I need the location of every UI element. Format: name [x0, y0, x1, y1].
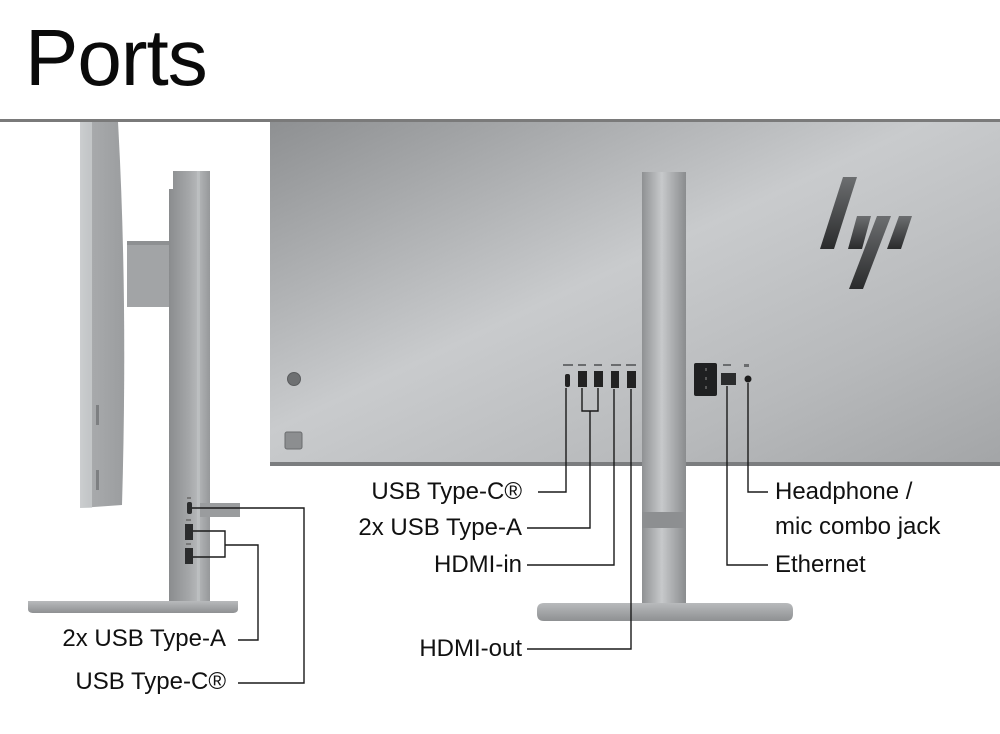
- callout-label-rear-ethernet: Ethernet: [775, 551, 866, 578]
- callout-label-rear-usb-a: 2x USB Type-A: [358, 514, 522, 541]
- callout-line-rear-ethernet: [726, 386, 768, 566]
- callout-lines: [192, 383, 768, 684]
- callout-label-rear-usb-c: USB Type-C®: [371, 478, 522, 505]
- callout-label-rear-headphone-line2: mic combo jack: [775, 513, 941, 540]
- callout-label-rear-hdmi-in: HDMI-in: [434, 551, 522, 578]
- callout-label-side-usb-c: USB Type-C®: [75, 668, 226, 695]
- hp-logo-icon: [820, 177, 912, 289]
- callout-line-side-usb-a: [193, 530, 226, 558]
- title-divider: [0, 119, 1000, 122]
- callout-line-side-usb-c: [192, 507, 305, 684]
- callout-line-rear-headphone: [747, 383, 768, 493]
- callout-line-rear-usb-c: [538, 388, 567, 493]
- callout-line-rear-hdmi-out: [527, 389, 632, 650]
- callout-label-rear-headphone-line1: Headphone /: [775, 478, 913, 505]
- side-view-monitor: [28, 122, 240, 613]
- rear-view-monitor: [270, 122, 1000, 621]
- callout-line-rear-hdmi-in: [527, 389, 615, 566]
- callout-label-rear-hdmi-out: HDMI-out: [419, 635, 522, 662]
- page-title: Ports: [25, 13, 208, 102]
- callout-label-side-usb-a: 2x USB Type-A: [62, 625, 226, 652]
